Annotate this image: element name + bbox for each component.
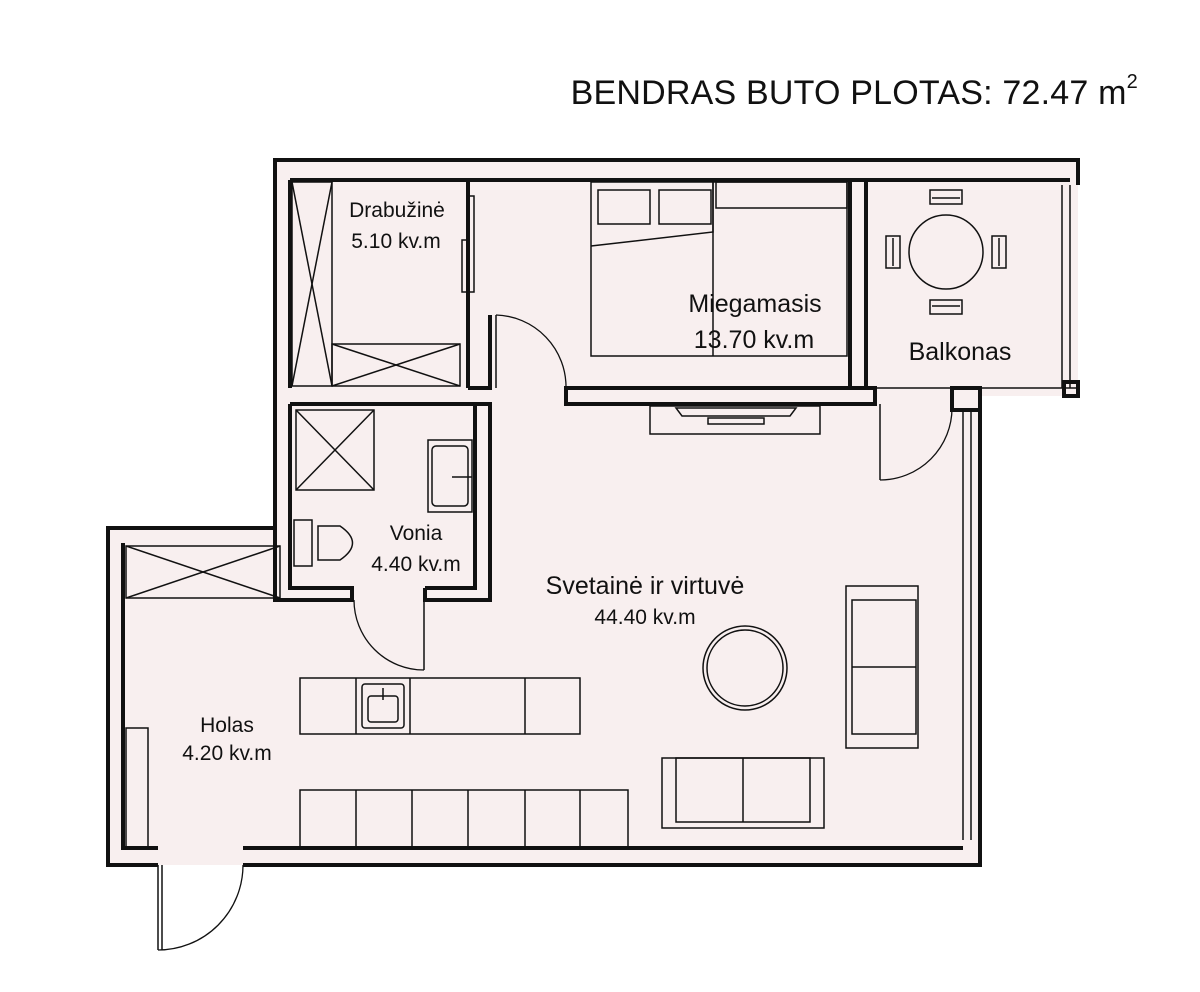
hall-shelf: [125, 727, 149, 849]
balcony-table: [908, 214, 984, 290]
balcony-corner-2: [950, 386, 982, 412]
wardrobe-bottom: [331, 343, 461, 387]
room-area-living-kitchen: 44.40 kv.m: [594, 606, 695, 629]
pillow-right: [658, 189, 712, 225]
room-label-bathroom: Vonia: [390, 522, 443, 545]
room-area-bathroom: 4.40 kv.m: [371, 553, 460, 576]
bathroom-inner-wall: [290, 404, 477, 590]
shower: [295, 409, 375, 491]
toilet-bowl: [317, 525, 354, 561]
total-area-title: BENDRAS BUTO PLOTAS: 72.47 m2: [570, 70, 1138, 113]
entrance-door-swing: [157, 864, 244, 951]
bed-headboard: [715, 181, 848, 209]
wardrobe-door-panel-2: [467, 195, 475, 293]
toilet-tank: [293, 519, 313, 567]
bathroom-wall: [273, 402, 492, 602]
balcony-door-swing: [879, 407, 953, 481]
room-label-living-kitchen: Svetainė ir virtuvė: [546, 572, 745, 600]
floor-area: [108, 160, 1078, 865]
room-label-hall: Holas: [200, 714, 254, 737]
outer-wall: [273, 158, 1080, 528]
room-area-bedroom: 13.70 kv.m: [694, 326, 814, 354]
total-area-text: BENDRAS BUTO PLOTAS: 72.47 m: [570, 74, 1127, 112]
bathroom-sink: [431, 445, 469, 507]
dining-table: [702, 625, 788, 711]
hall-wardrobe: [125, 545, 281, 599]
wardrobe-left-x2: [291, 181, 333, 387]
bathroom-door-swing: [353, 599, 425, 671]
shower-x2: [295, 409, 375, 491]
chair-right: [991, 235, 1007, 269]
balcony-wall: [848, 178, 1070, 388]
total-area-unit-superscript: 2: [1126, 70, 1138, 93]
tv: [674, 407, 798, 425]
sofa-right: [845, 585, 919, 749]
bedroom-door-swing: [495, 314, 567, 389]
balcony-corner: [1062, 380, 1080, 398]
wardrobe-left: [291, 181, 333, 387]
chair-left: [885, 235, 901, 269]
bathroom-sink-counter: [427, 439, 473, 513]
outer-wall-left: [106, 526, 275, 867]
room-label-balcony: Balkonas: [909, 338, 1012, 366]
tv-stand: [649, 405, 821, 435]
room-label-wardrobe: Drabužinė: [349, 199, 445, 222]
bedroom-wall: [564, 386, 877, 406]
hall-wardrobe-x2: [125, 545, 281, 599]
wardrobe-bottom-x2: [331, 343, 461, 387]
kitchen-counter: [299, 789, 629, 849]
chair-bottom: [929, 299, 963, 315]
room-label-bedroom: Miegamasis: [688, 290, 821, 318]
room-area-wardrobe: 5.10 kv.m: [351, 230, 440, 253]
room-area-hall: 4.20 kv.m: [182, 742, 271, 765]
kitchen-island: [299, 677, 581, 735]
chair-top: [929, 189, 963, 205]
pillow-left: [597, 189, 651, 225]
kitchen-sink: [361, 683, 405, 729]
dining-table-inner: [706, 629, 784, 707]
